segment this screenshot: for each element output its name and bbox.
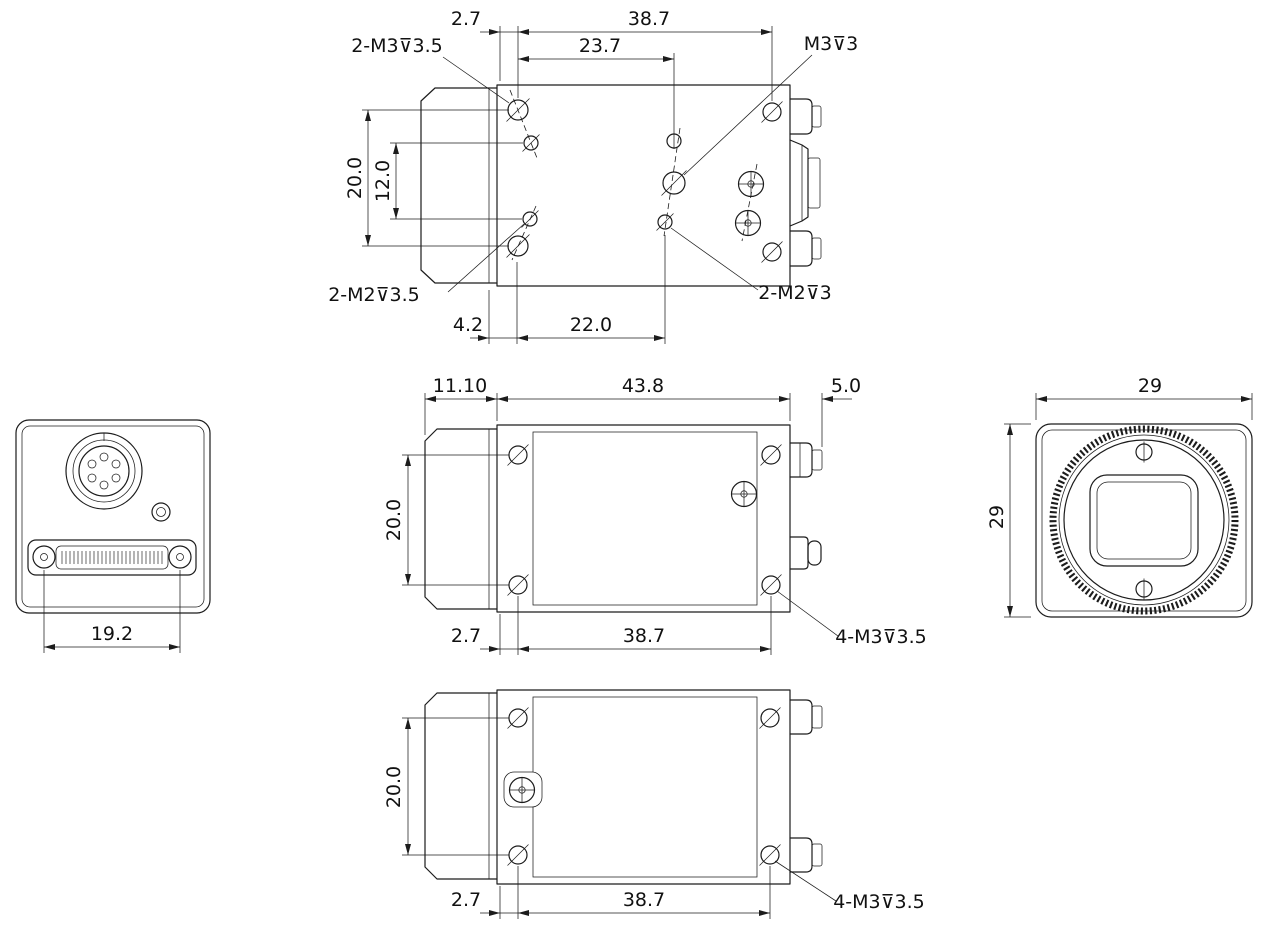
front-view: 19.2: [15, 419, 211, 653]
thread-label-top-right: M3⊽3: [804, 33, 858, 55]
dim-bottom-screw-span: 38.7: [623, 625, 665, 647]
io-connector: [27, 539, 197, 576]
bottom-view-screws: [506, 706, 782, 867]
dim-bottom-offset: 4.2: [453, 314, 483, 336]
front-view-outline: [15, 419, 211, 614]
rear-view: 29 29: [986, 375, 1253, 618]
dim-lens-depth: 11.10: [433, 375, 487, 397]
thread-label-screws: 4-M3⊽3.5: [833, 891, 925, 913]
top-view-lens-block: [420, 87, 498, 284]
screw-hole-m2: [655, 212, 675, 232]
screw-hole-m3: [506, 706, 530, 730]
bottom-view-body: [496, 689, 791, 885]
dim-bottom-screw-span: 38.7: [623, 889, 665, 911]
dim-screw-vertical-span: 20.0: [383, 499, 405, 541]
side-view-dimension-lines: [402, 393, 852, 655]
bottom-bottom-connector: [789, 837, 813, 873]
screw-hole: [760, 240, 784, 264]
dim-connector-depth: 5.0: [831, 375, 861, 397]
circular-connector: [65, 432, 143, 510]
top-view: 2.7 38.7 23.7 2-M3⊽3.5 M3⊽3 20.0 12.0 2-…: [328, 8, 858, 344]
sensor-window: [1089, 474, 1199, 567]
bottom-view: 20.0 2.7 38.7 4-M3⊽3.5: [383, 689, 925, 919]
screw-hole-m3: [506, 443, 530, 467]
phillips-screw: [734, 209, 762, 237]
screw-hole: [760, 100, 784, 124]
knurled-ring: [1049, 425, 1239, 615]
screw-hole-m3: [758, 706, 782, 730]
dim-bottom-span: 22.0: [570, 314, 612, 336]
top-view-centerlines: [509, 89, 758, 261]
side-connector: [789, 139, 809, 227]
dim-width: 29: [1138, 375, 1162, 397]
bottom-connector: [789, 230, 813, 267]
rear-view-dimension-lines: [1004, 393, 1253, 618]
dim-side-outer: 20.0: [344, 157, 366, 199]
screw-hole: [1135, 440, 1153, 464]
phillips-screw: [730, 480, 758, 508]
phillips-screw: [508, 776, 536, 804]
dim-connector-screw-span: 19.2: [91, 623, 133, 645]
side-view-body: [496, 424, 791, 613]
dim-top-offset: 2.7: [451, 8, 481, 30]
side-view: 11.10 43.8 5.0 20.0 2.7 38.7 4-M3⊽3.5: [383, 375, 927, 655]
side-power-connector: [789, 536, 809, 570]
dim-bottom-offset: 2.7: [451, 625, 481, 647]
dim-bottom-offset: 2.7: [451, 889, 481, 911]
dim-side-inner: 12.0: [372, 160, 394, 202]
side-top-connector: [789, 442, 813, 478]
thread-label-bottom-left: 2-M2⊽3.5: [328, 284, 420, 306]
top-view-body: [496, 84, 791, 287]
side-view-screws: [506, 443, 783, 597]
side-view-outline: [424, 424, 823, 613]
screw-hole-m3: [506, 843, 530, 867]
dim-top-screw-span: 38.7: [628, 8, 670, 30]
lens-mount: [1049, 425, 1239, 615]
bottom-view-lens-block: [424, 692, 498, 880]
thread-label-top-left: 2-M3⊽3.5: [351, 35, 443, 57]
top-view-screws: [505, 97, 784, 264]
thread-label-screws: 4-M3⊽3.5: [835, 626, 927, 648]
screw-hole-m3: [660, 169, 688, 197]
dim-height: 29: [986, 505, 1008, 529]
top-view-dimension-lines: [362, 26, 773, 344]
screw-hole: [1135, 577, 1153, 601]
screw-hole-m3: [759, 443, 783, 467]
dim-body-depth: 43.8: [622, 375, 664, 397]
bottom-view-dimension-lines: [402, 717, 837, 919]
top-view-outline: [420, 84, 822, 287]
dim-screw-vertical-span: 20.0: [383, 766, 405, 808]
side-view-lens-block: [424, 428, 498, 610]
screw-hole-m3: [506, 573, 530, 597]
top-connector: [789, 98, 813, 135]
bottom-top-connector: [789, 699, 813, 735]
dim-top-center-span: 23.7: [579, 35, 621, 57]
led-indicator-inner: [156, 507, 166, 517]
led-indicator: [151, 502, 171, 522]
thread-label-bottom-right: 2-M2⊽3: [758, 282, 831, 304]
front-view-dimension-lines: [43, 570, 181, 653]
top-view-leader-lines: [442, 54, 813, 293]
